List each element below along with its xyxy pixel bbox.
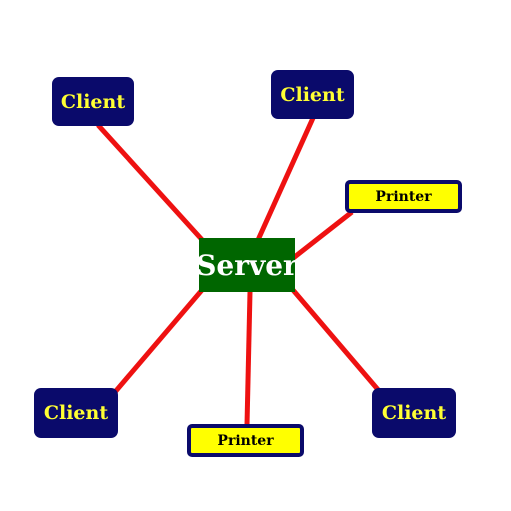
client-label: Client xyxy=(60,90,126,113)
client-label: Client xyxy=(43,402,109,424)
server-node[interactable]: Server xyxy=(196,238,298,292)
client-node-bottom-left[interactable]: Client xyxy=(34,388,118,438)
server-label: Server xyxy=(196,248,298,282)
printer-label: Printer xyxy=(217,432,274,449)
printer-node-right[interactable]: Printer xyxy=(345,180,462,213)
client-label: Client xyxy=(280,83,345,106)
client-label: Client xyxy=(381,402,447,424)
printer-label: Printer xyxy=(375,188,432,205)
client-node-top-right[interactable]: Client xyxy=(271,70,354,119)
link-server-client-top-left xyxy=(96,123,207,245)
client-node-top-left[interactable]: Client xyxy=(52,77,134,126)
link-server-client-top-right xyxy=(255,116,316,242)
printer-node-bottom[interactable]: Printer xyxy=(187,424,304,457)
link-server-client-bottom-left xyxy=(113,288,204,394)
link-server-printer-right xyxy=(290,210,354,261)
client-node-bottom-right[interactable]: Client xyxy=(372,388,456,438)
link-server-printer-bottom xyxy=(244,291,253,426)
link-server-client-bottom-right xyxy=(291,288,382,394)
